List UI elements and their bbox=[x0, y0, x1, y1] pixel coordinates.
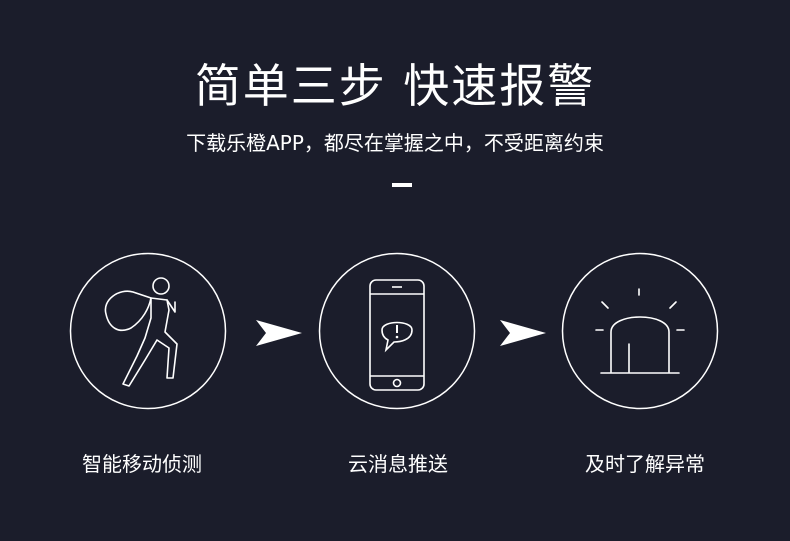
step-label-know-exception: 及时了解异常 bbox=[585, 452, 705, 476]
arrow-right-icon bbox=[500, 320, 546, 346]
alarm-light-icon bbox=[561, 252, 719, 410]
title-divider bbox=[392, 183, 412, 187]
page-subtitle: 下载乐橙APP，都尽在掌握之中，不受距离约束 bbox=[186, 131, 604, 155]
page-title: 简单三步 快速报警 bbox=[194, 59, 596, 113]
arrow-right-icon bbox=[256, 320, 302, 346]
walking-person-icon bbox=[69, 252, 227, 410]
phone-alert-icon bbox=[318, 252, 476, 410]
step-label-motion-detection: 智能移动侦测 bbox=[82, 452, 202, 476]
step-label-cloud-push: 云消息推送 bbox=[348, 452, 448, 476]
